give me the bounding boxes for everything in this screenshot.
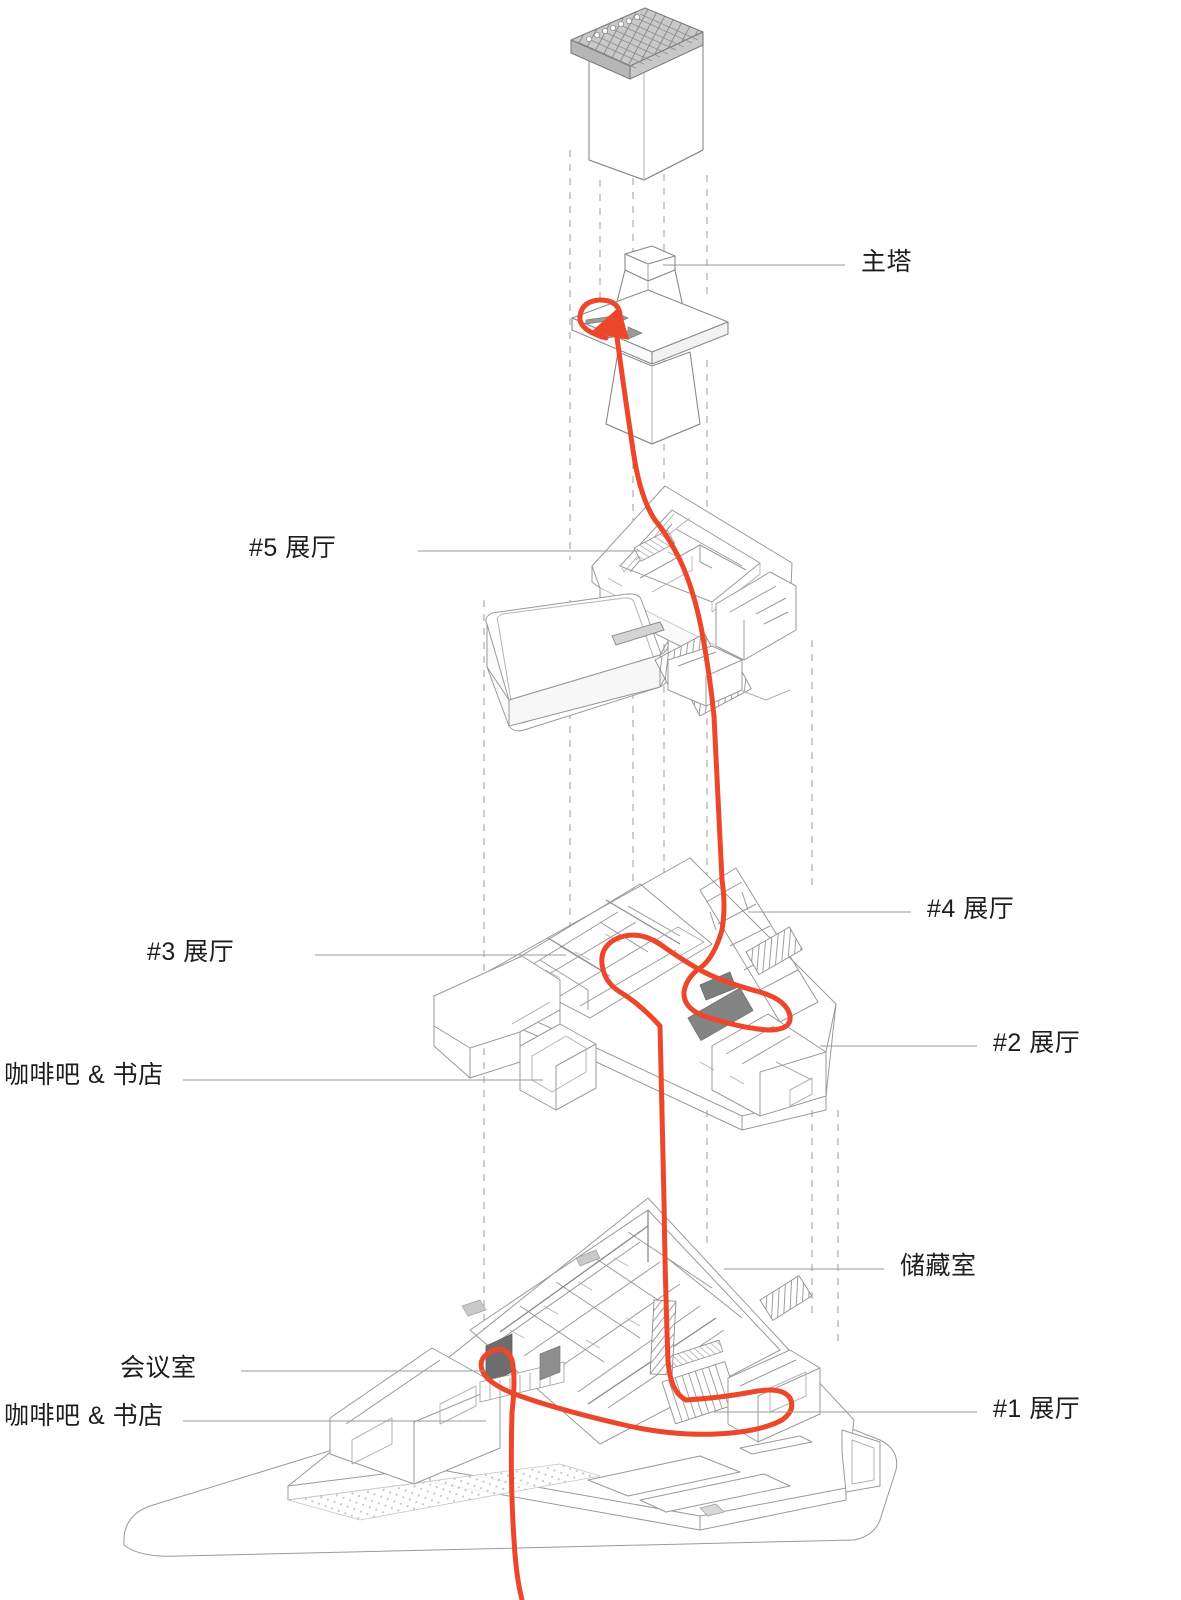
level-rounded-volume bbox=[485, 593, 791, 732]
label-cafe-bookstore-upper: 咖啡吧 & 书店 bbox=[4, 1061, 164, 1089]
label-gallery-4: #4 展厅 bbox=[927, 895, 1015, 923]
circulation-path bbox=[478, 297, 795, 1600]
label-meeting-room: 会议室 bbox=[120, 1354, 197, 1382]
level-roof-box bbox=[570, 7, 704, 181]
label-cafe-bookstore-lower: 咖啡吧 & 书店 bbox=[4, 1402, 164, 1430]
label-main-tower: 主塔 bbox=[861, 248, 913, 276]
level-base-plate bbox=[123, 1197, 898, 1557]
level-mid-plate bbox=[433, 857, 837, 1131]
label-gallery-2: #2 展厅 bbox=[993, 1029, 1081, 1057]
level-main-tower bbox=[571, 245, 729, 445]
label-gallery-1: #1 展厅 bbox=[993, 1395, 1081, 1423]
label-gallery-5: #5 展厅 bbox=[249, 534, 337, 562]
label-gallery-3: #3 展厅 bbox=[147, 938, 235, 966]
label-storage: 储藏室 bbox=[900, 1252, 977, 1280]
leader-lines bbox=[183, 264, 977, 1422]
